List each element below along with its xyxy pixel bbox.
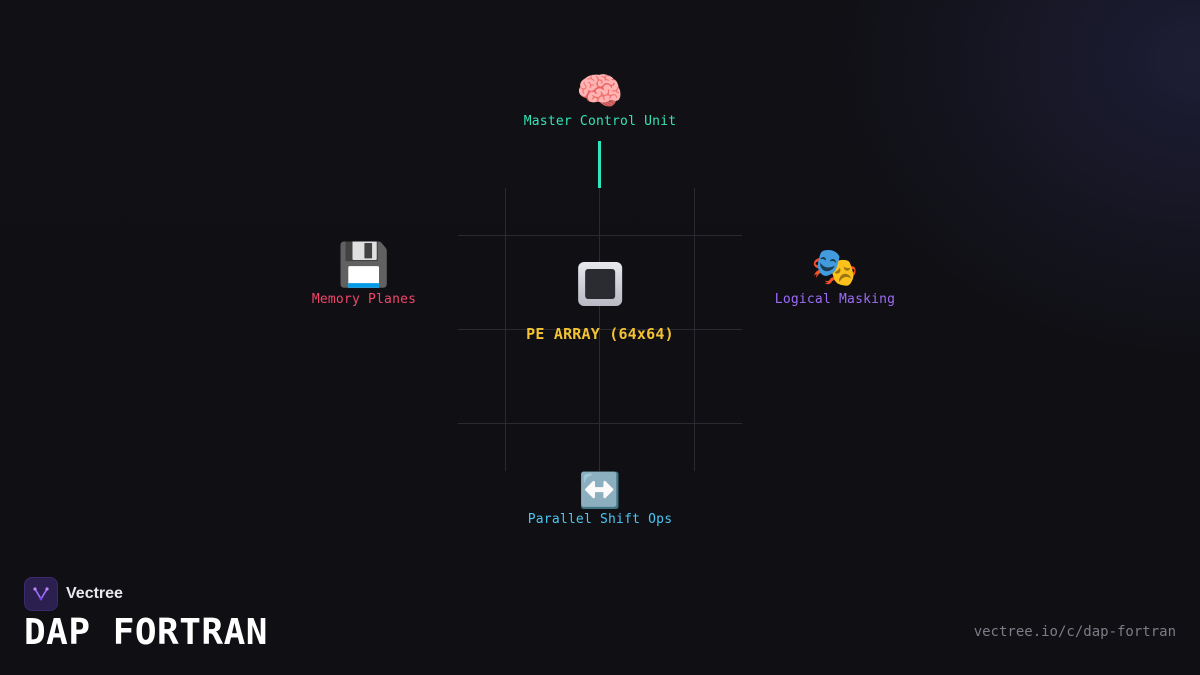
logical-masking-label: Logical Masking	[774, 292, 896, 307]
floppy-disk-icon: 💾	[337, 240, 391, 289]
control-connector	[598, 141, 601, 188]
brain-icon: 🧠	[576, 69, 624, 113]
memory-planes-label: Memory Planes	[311, 292, 417, 307]
master-control-unit-label: Master Control Unit	[523, 114, 677, 129]
grid-line	[458, 423, 742, 424]
brand: Vectree	[24, 577, 123, 611]
page-url[interactable]: vectree.io/c/dap-fortran	[973, 624, 1176, 640]
vectree-logo-icon	[24, 577, 58, 611]
parallel-shift-label: Parallel Shift Ops	[527, 512, 673, 527]
master-control-unit-node: 🧠 Master Control Unit	[524, 72, 677, 129]
logical-masking-node: 🎭 Logical Masking	[775, 248, 895, 307]
memory-planes-node: 💾 Memory Planes	[311, 240, 417, 308]
parallel-shift-node: ↔️ Parallel Shift Ops	[528, 474, 672, 527]
pe-array-node: PE ARRAY (64x64)	[526, 262, 674, 343]
page-title: DAP FORTRAN	[24, 612, 268, 653]
pe-array-grid	[458, 188, 742, 471]
grid-line	[458, 329, 742, 330]
masks-icon: 🎭	[811, 245, 859, 289]
chip-icon	[577, 262, 622, 306]
grid-line	[458, 235, 742, 236]
pe-array-label: PE ARRAY (64x64)	[526, 325, 674, 343]
brand-name: Vectree	[66, 585, 123, 602]
left-right-arrow-icon: ↔️	[578, 471, 622, 511]
